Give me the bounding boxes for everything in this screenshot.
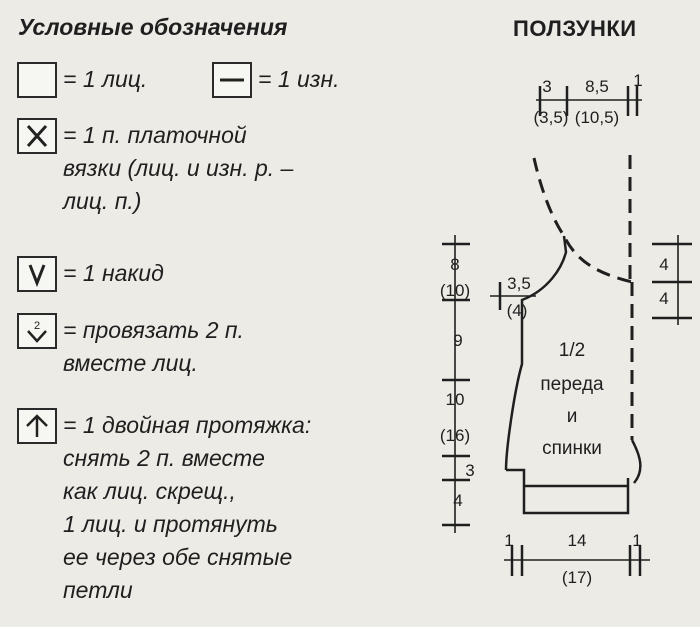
- piece-label-1: 1/2: [559, 340, 585, 361]
- double-decrease-icon: [17, 408, 57, 444]
- right-dim-2: 4: [659, 289, 668, 308]
- legend-item-double-decrease: = 1 двойная протяжка: снять 2 п. вместе …: [17, 408, 311, 607]
- bottom-dim-right: 1: [632, 531, 641, 550]
- legend-item-garter: = 1 п. платочной вязки (лиц. и изн. р. –…: [17, 118, 293, 218]
- legend-item-yarnover: = 1 накид: [17, 256, 164, 292]
- right-dim-1: 4: [659, 255, 668, 274]
- knit-two-together-icon: 2: [17, 313, 57, 349]
- legend-text-double-decrease: = 1 двойная протяжка: снять 2 п. вместе …: [63, 412, 312, 603]
- legend-item-knit: = 1 лиц.: [17, 62, 147, 98]
- dash-square-icon: [212, 62, 252, 98]
- legend-text-purl: = 1 изн.: [258, 66, 340, 92]
- front-back-left-edge: [504, 235, 568, 471]
- top-dim-left: 3: [542, 77, 551, 96]
- top-dim-left-alt: (3,5): [534, 108, 569, 127]
- neckline-edge: [532, 157, 633, 284]
- k2tog-digit: 2: [34, 320, 40, 332]
- legend-item-k2tog: 2 = провязать 2 п. вместе лиц.: [17, 313, 244, 380]
- crotch-curve: [630, 439, 642, 484]
- bottom-dim-left: 1: [504, 531, 513, 550]
- v-square-icon: [17, 256, 57, 292]
- left-dim-1: 8: [450, 255, 459, 274]
- left-dim-5: 4: [453, 491, 462, 510]
- cross-square-icon: [17, 118, 57, 154]
- legend-text-garter: = 1 п. платочной вязки (лиц. и изн. р. –…: [63, 122, 294, 214]
- legend-text-knit: = 1 лиц.: [63, 66, 148, 92]
- piece-label-3: и: [567, 406, 578, 427]
- top-dim-mid: 8,5: [585, 77, 609, 96]
- left-dim-2: 9: [453, 331, 462, 350]
- legend-title: Условные обозначения: [18, 14, 288, 40]
- cuff-outline: [506, 468, 630, 515]
- schema-title: ПОЛЗУНКИ: [513, 16, 637, 41]
- top-dim-right: 1: [633, 71, 642, 90]
- inner-dim-value: 3,5: [507, 274, 531, 293]
- left-dim-4: 3: [465, 461, 474, 480]
- piece-label-2: переда: [540, 374, 604, 395]
- left-dim-3-alt: (16): [440, 426, 470, 445]
- legend-text-k2tog: = провязать 2 п. вместе лиц.: [63, 317, 244, 376]
- legend-item-purl: = 1 изн.: [212, 62, 340, 98]
- legend-text-yarnover: = 1 накид: [63, 260, 164, 286]
- bottom-dim-mid: 14: [568, 531, 587, 550]
- empty-square-icon: [17, 62, 57, 98]
- left-dim-1-alt: (10): [440, 281, 470, 300]
- top-dim-mid-alt: (10,5): [575, 108, 619, 127]
- left-dim-3: 10: [446, 390, 465, 409]
- inner-dim-alt: (4): [507, 301, 528, 320]
- bottom-dim-mid-alt: (17): [562, 568, 592, 587]
- piece-label-4: спинки: [542, 438, 602, 459]
